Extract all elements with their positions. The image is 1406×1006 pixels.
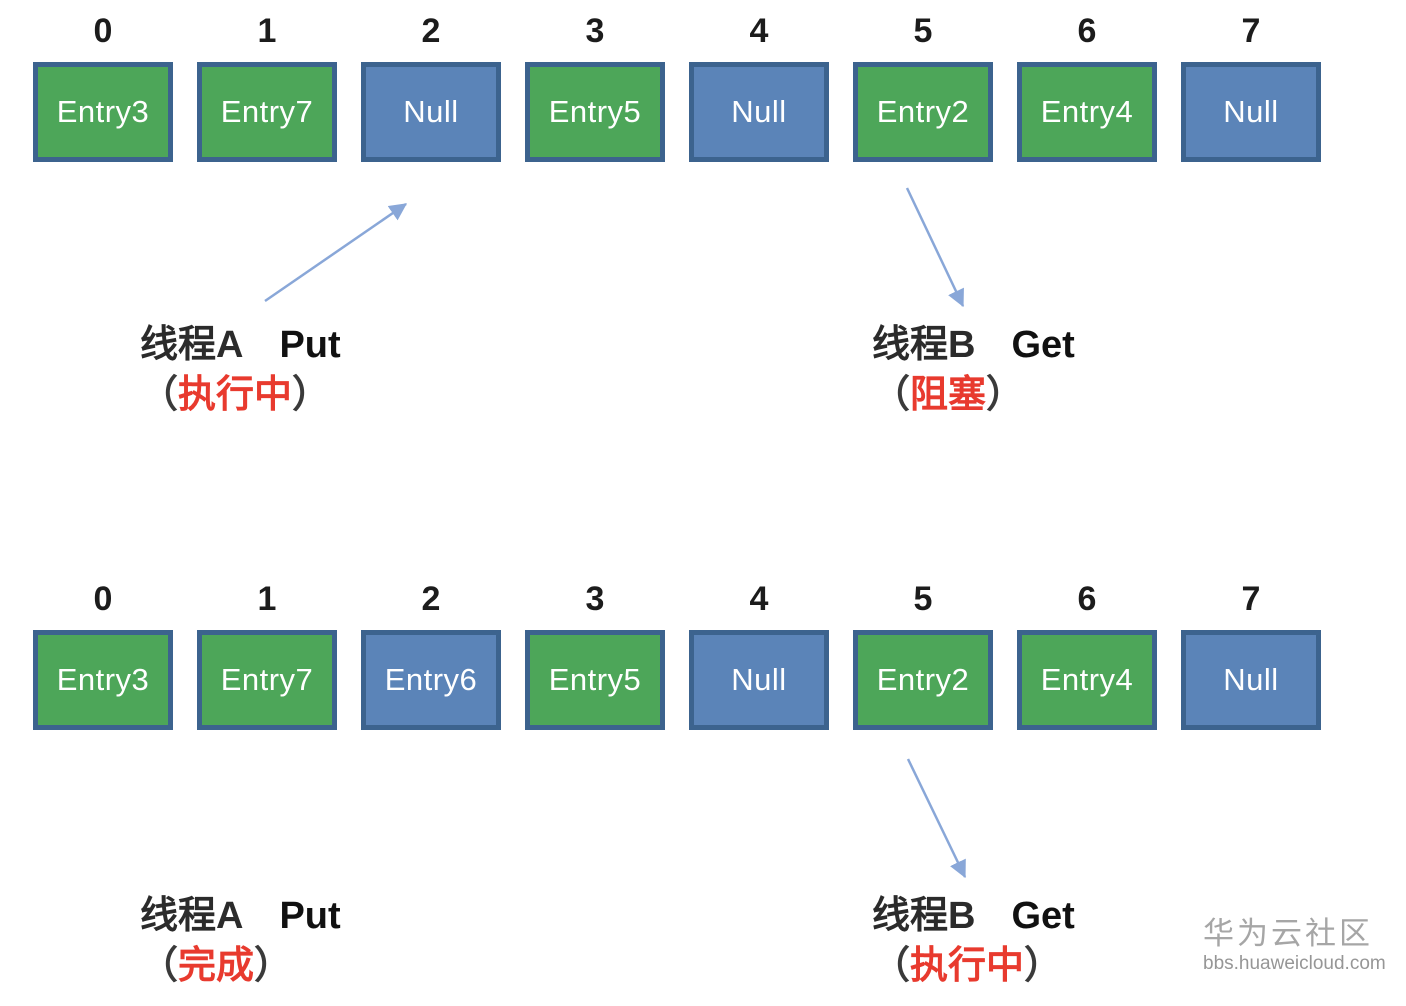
thread-b-line2: （执行中） — [872, 941, 1075, 991]
slot-index: 1 — [257, 12, 277, 50]
array-slot: 3 Entry5 — [525, 8, 665, 162]
paren-open: （ — [140, 945, 179, 987]
array-slot: 5 Entry2 — [853, 8, 993, 162]
slot-cell: Null — [689, 62, 829, 162]
array-slot: 1 Entry7 — [197, 8, 337, 162]
paren-open: （ — [140, 374, 179, 416]
watermark-title: 华为云社区 — [1203, 916, 1373, 951]
array-slot: 2 Entry6 — [361, 576, 501, 730]
array-slot: 2 Null — [361, 8, 501, 162]
slot-cell: Entry2 — [853, 630, 993, 730]
array-slot: 0 Entry3 — [33, 8, 173, 162]
thread-a-line2: （完成） — [140, 941, 341, 991]
slot-cell: Entry7 — [197, 630, 337, 730]
thread-state: 执行中 — [178, 374, 293, 416]
slot-index: 5 — [913, 12, 933, 50]
array-state-1: 0 Entry3 1 Entry7 2 Null 3 Entry5 4 Null… — [33, 8, 1321, 162]
array-slot: 3 Entry5 — [525, 576, 665, 730]
slot-cell: Entry6 — [361, 630, 501, 730]
thread-a-label-state1: 线程A Put （执行中） — [140, 320, 341, 420]
array-slot: 4 Null — [689, 576, 829, 730]
slot-index: 2 — [421, 580, 441, 618]
slot-index: 0 — [93, 580, 113, 618]
thread-name: 线程A — [140, 324, 244, 366]
arrow-thread-a-to-cell2-icon — [264, 202, 408, 303]
thread-action: Get — [1011, 324, 1075, 366]
thread-b-line1: 线程B Get — [872, 320, 1075, 370]
array-slot: 7 Null — [1181, 576, 1321, 730]
watermark-url: bbs.huaweicloud.com — [1203, 953, 1386, 974]
slot-cell: Null — [689, 630, 829, 730]
array-slot: 1 Entry7 — [197, 576, 337, 730]
slot-cell: Entry5 — [525, 630, 665, 730]
slot-cell: Null — [1181, 630, 1321, 730]
paren-close: ） — [1024, 945, 1063, 987]
slot-cell: Entry7 — [197, 62, 337, 162]
paren-close: ） — [254, 945, 293, 987]
slot-cell: Null — [1181, 62, 1321, 162]
thread-action: Get — [1011, 895, 1075, 937]
thread-b-label-state1: 线程B Get （阻塞） — [872, 320, 1075, 420]
slot-cell: Entry4 — [1017, 62, 1157, 162]
slot-index: 2 — [421, 12, 441, 50]
thread-name: 线程B — [872, 324, 976, 366]
arrow-cell5-to-thread-b-icon — [905, 187, 965, 308]
slot-index: 3 — [585, 580, 605, 618]
slot-cell: Entry3 — [33, 62, 173, 162]
slot-index: 7 — [1241, 580, 1261, 618]
thread-state: 完成 — [178, 945, 255, 987]
slot-index: 4 — [749, 12, 769, 50]
thread-state: 阻塞 — [910, 374, 987, 416]
thread-a-line2: （执行中） — [140, 370, 341, 420]
slot-index: 6 — [1077, 580, 1097, 618]
thread-action: Put — [279, 895, 341, 937]
thread-a-line1: 线程A Put — [140, 891, 341, 941]
thread-action: Put — [279, 324, 341, 366]
thread-b-line1: 线程B Get — [872, 891, 1075, 941]
slot-cell: Entry5 — [525, 62, 665, 162]
slot-index: 4 — [749, 580, 769, 618]
thread-name: 线程A — [140, 895, 244, 937]
slot-index: 6 — [1077, 12, 1097, 50]
slot-index: 3 — [585, 12, 605, 50]
slot-index: 5 — [913, 580, 933, 618]
slot-index: 0 — [93, 12, 113, 50]
array-slot: 6 Entry4 — [1017, 8, 1157, 162]
paren-open: （ — [872, 945, 911, 987]
array-slot: 6 Entry4 — [1017, 576, 1157, 730]
array-slot: 7 Null — [1181, 8, 1321, 162]
slot-cell: Entry2 — [853, 62, 993, 162]
slot-index: 1 — [257, 580, 277, 618]
array-slot: 0 Entry3 — [33, 576, 173, 730]
arrow-cell5-to-thread-b-state2-icon — [906, 758, 967, 879]
thread-b-label-state2: 线程B Get （执行中） — [872, 891, 1075, 991]
thread-state: 执行中 — [910, 945, 1025, 987]
slot-cell: Null — [361, 62, 501, 162]
paren-close: ） — [986, 374, 1025, 416]
thread-a-line1: 线程A Put — [140, 320, 341, 370]
paren-close: ） — [292, 374, 331, 416]
array-state-2: 0 Entry3 1 Entry7 2 Entry6 3 Entry5 4 Nu… — [33, 576, 1321, 730]
slot-index: 7 — [1241, 12, 1261, 50]
thread-b-line2: （阻塞） — [872, 370, 1075, 420]
array-slot: 5 Entry2 — [853, 576, 993, 730]
thread-name: 线程B — [872, 895, 976, 937]
paren-open: （ — [872, 374, 911, 416]
slot-cell: Entry4 — [1017, 630, 1157, 730]
thread-a-label-state2: 线程A Put （完成） — [140, 891, 341, 991]
slot-cell: Entry3 — [33, 630, 173, 730]
watermark: 华为云社区 bbs.huaweicloud.com — [1203, 916, 1386, 976]
array-slot: 4 Null — [689, 8, 829, 162]
